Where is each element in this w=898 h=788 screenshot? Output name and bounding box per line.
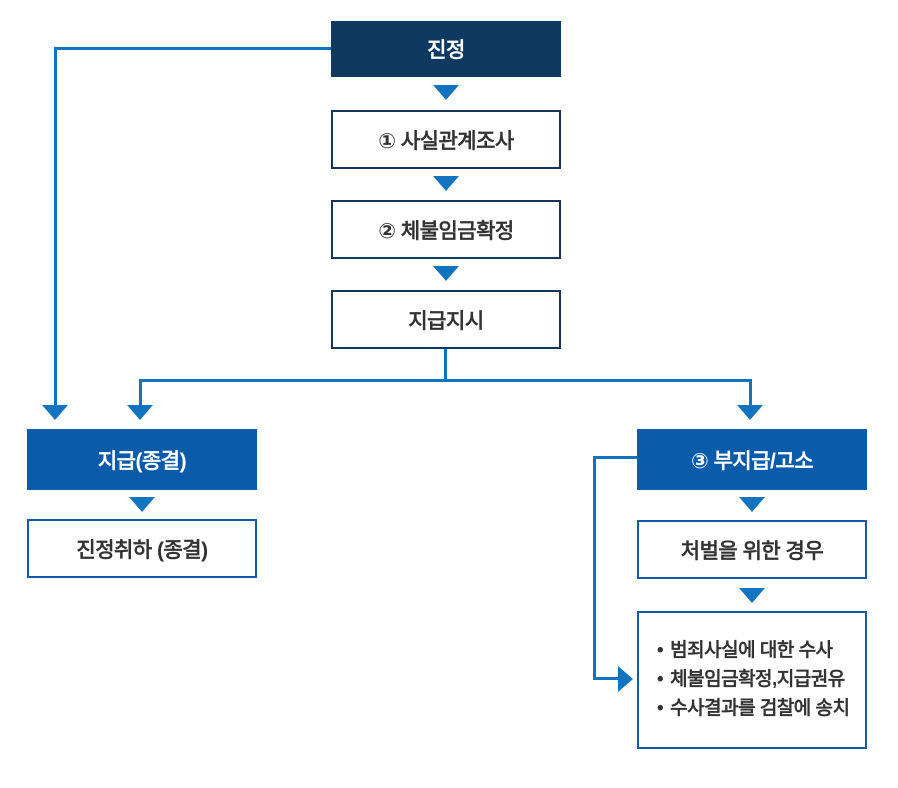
action-item-label: 체불임금확정,지급권유	[670, 669, 845, 690]
list-item: • 체불임금확정,지급권유	[657, 670, 845, 690]
node-petition-withdrawal-label: 진정취하 (종결)	[76, 538, 208, 562]
node-payment-closed-label: 지급(종결)	[97, 449, 187, 473]
list-item: • 수사결과를 검찰에 송치	[657, 699, 850, 719]
arrow-down-icon	[129, 497, 155, 512]
bullet-icon: •	[657, 640, 664, 661]
connector-branch-left-vertical	[139, 379, 142, 405]
bullet-icon: •	[657, 669, 664, 690]
arrow-down-icon	[739, 497, 765, 512]
node-fact-investigation: ① 사실관계조사	[331, 110, 561, 169]
connector-loop-vertical	[593, 456, 596, 680]
arrow-down-icon	[433, 176, 459, 191]
connector-loop-top	[593, 456, 637, 459]
arrow-down-icon	[42, 405, 68, 420]
node-petition-label: 진정	[427, 39, 465, 62]
node-unpaid-wage-confirmation: ② 체불임금확정	[331, 200, 561, 259]
connector-petition-left-vertical	[54, 47, 57, 405]
bullet-icon: •	[657, 698, 664, 719]
node-payment-closed: 지급(종결)	[27, 429, 257, 490]
action-item-label: 범죄사실에 대한 수사	[670, 640, 833, 661]
node-petition: 진정	[331, 21, 561, 77]
arrow-down-icon	[433, 85, 459, 100]
node-nonpayment-accusation: ③ 부지급/고소	[637, 429, 867, 490]
node-punishment-case: 처벌을 위한 경우	[637, 520, 867, 579]
node-payment-order: 지급지시	[331, 290, 561, 349]
connector-petition-left-horizontal	[54, 47, 331, 50]
list-item: • 범죄사실에 대한 수사	[657, 641, 833, 661]
node-nonpayment-accusation-label: ③ 부지급/고소	[690, 449, 814, 473]
connector-branch-right-vertical	[749, 379, 752, 405]
arrow-right-icon	[618, 666, 633, 692]
action-item-label: 수사결과를 검찰에 송치	[670, 698, 850, 719]
connector-branch-stem	[444, 349, 447, 382]
arrow-down-icon	[433, 266, 459, 281]
node-punishment-case-label: 처벌을 위한 경우	[680, 539, 824, 563]
arrow-down-icon	[127, 405, 153, 420]
connector-branch-horizontal	[139, 379, 752, 382]
node-petition-withdrawal: 진정취하 (종결)	[27, 519, 257, 578]
arrow-down-icon	[737, 405, 763, 420]
node-payment-order-label: 지급지시	[408, 309, 484, 333]
node-fact-investigation-label: ① 사실관계조사	[378, 129, 514, 153]
arrow-down-icon	[739, 588, 765, 603]
node-action-list: • 범죄사실에 대한 수사 • 체불임금확정,지급권유 • 수사결과를 검찰에 …	[637, 611, 867, 749]
connector-loop-bottom	[593, 677, 619, 680]
node-unpaid-wage-confirmation-label: ② 체불임금확정	[378, 219, 514, 243]
